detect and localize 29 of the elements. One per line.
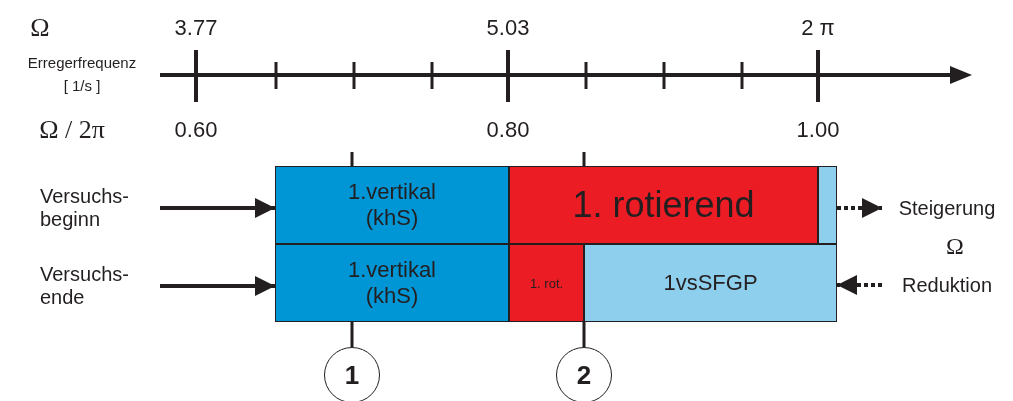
mode-cell (818, 166, 837, 244)
arrow (160, 198, 275, 218)
axis-label: 0.80 (486, 117, 530, 143)
axis-label: [ 1/s ] (63, 76, 101, 94)
side-label: Steigerung (882, 194, 1012, 222)
mode-cell: 1. rot. (509, 244, 584, 322)
mode-cell: 1.vertikal (khS) (275, 244, 509, 322)
axis-label: Erregerfrequenz (27, 53, 137, 71)
arrow (837, 198, 882, 218)
side-label: Reduktion (882, 271, 1012, 299)
mode-cell: 1. rotierend (509, 166, 818, 244)
mode-cell: 1.vertikal (khS) (275, 166, 509, 244)
axis-label: Ω (946, 232, 964, 260)
numbered-circle: 2 (556, 347, 612, 401)
numbered-circle: 1 (324, 347, 380, 401)
axis-label: Ω (30, 13, 50, 43)
axis-label: 1.00 (796, 117, 840, 143)
axis-label: 0.60 (174, 117, 218, 143)
side-label: Versuchs- beginn (40, 178, 160, 238)
axis-label: 2 π (801, 15, 835, 41)
marker-line (582, 322, 586, 347)
axis-label: Ω / 2π (39, 115, 105, 145)
axis-label: 3.77 (174, 15, 218, 41)
side-label: Versuchs- ende (40, 256, 160, 316)
arrow (837, 275, 882, 295)
arrow (160, 276, 275, 296)
axis-label: 5.03 (486, 15, 530, 41)
mode-cell: 1vsSFGP (584, 244, 837, 322)
marker-line (350, 322, 354, 347)
